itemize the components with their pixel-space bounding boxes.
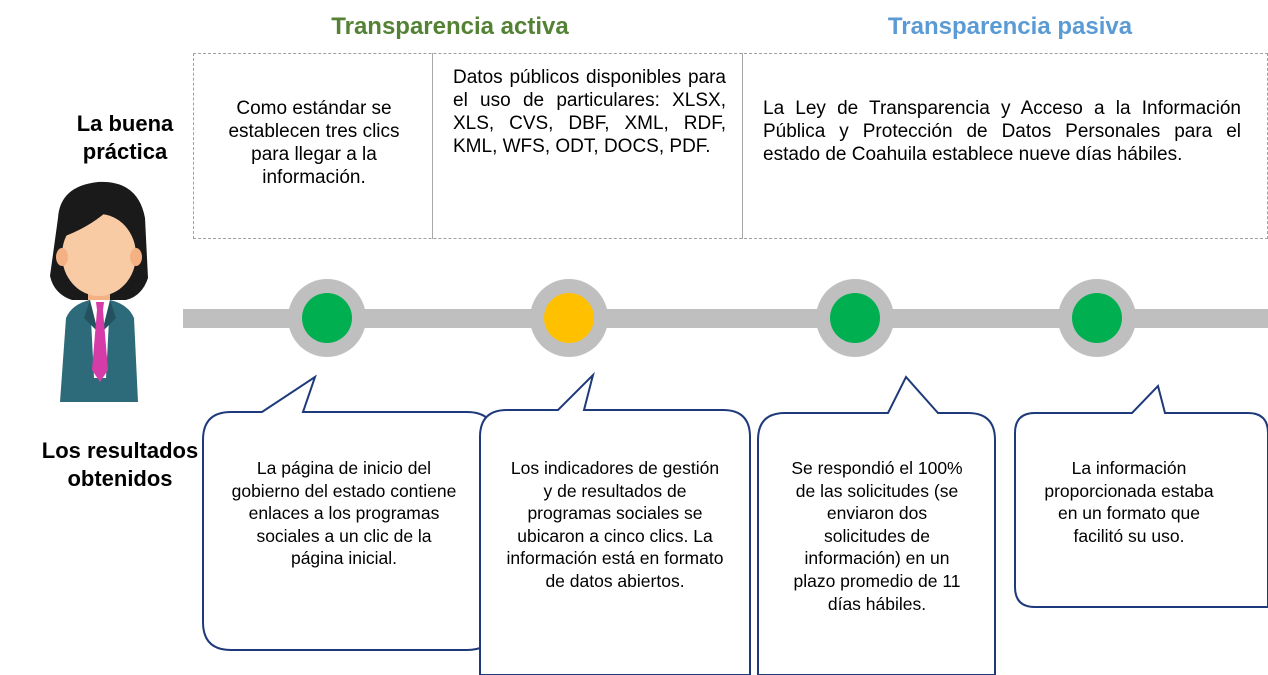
practice-text-3: La Ley de Transparencia y Acceso a la In…: [763, 98, 1241, 165]
speech-bubble-3: [757, 375, 996, 675]
person-avatar-icon: [50, 181, 148, 402]
speech-bubble-4: [1014, 384, 1268, 608]
row-label-resultados: Los resultados obtenidos: [41, 438, 199, 491]
row-label-buena-practica: La buena práctica: [76, 111, 174, 164]
practice-text-1: Como estándar se establecen tres clics p…: [228, 98, 400, 188]
result-text-4: La información proporcionada estaba en u…: [1044, 458, 1214, 546]
result-text-3: Se respondió el 100% de las solicitudes …: [791, 458, 963, 614]
practice-text-2: Datos públicos disponibles para el uso d…: [453, 67, 726, 157]
practice-divider-1: [432, 53, 433, 239]
practice-divider-2: [742, 53, 743, 239]
status-dot-1: [288, 279, 366, 357]
header-transparencia-pasiva: Transparencia pasiva: [887, 13, 1133, 40]
speech-bubble-2: [479, 371, 751, 675]
header-transparencia-activa: Transparencia activa: [331, 13, 569, 40]
timeline-bar: [183, 309, 1268, 328]
result-text-2: Los indicadores de gestión y de resultad…: [506, 458, 724, 591]
status-dot-4: [1058, 279, 1136, 357]
status-dot-3: [816, 279, 894, 357]
result-text-1: La página de inicio del gobierno del est…: [231, 458, 457, 569]
status-dot-2: [530, 279, 608, 357]
